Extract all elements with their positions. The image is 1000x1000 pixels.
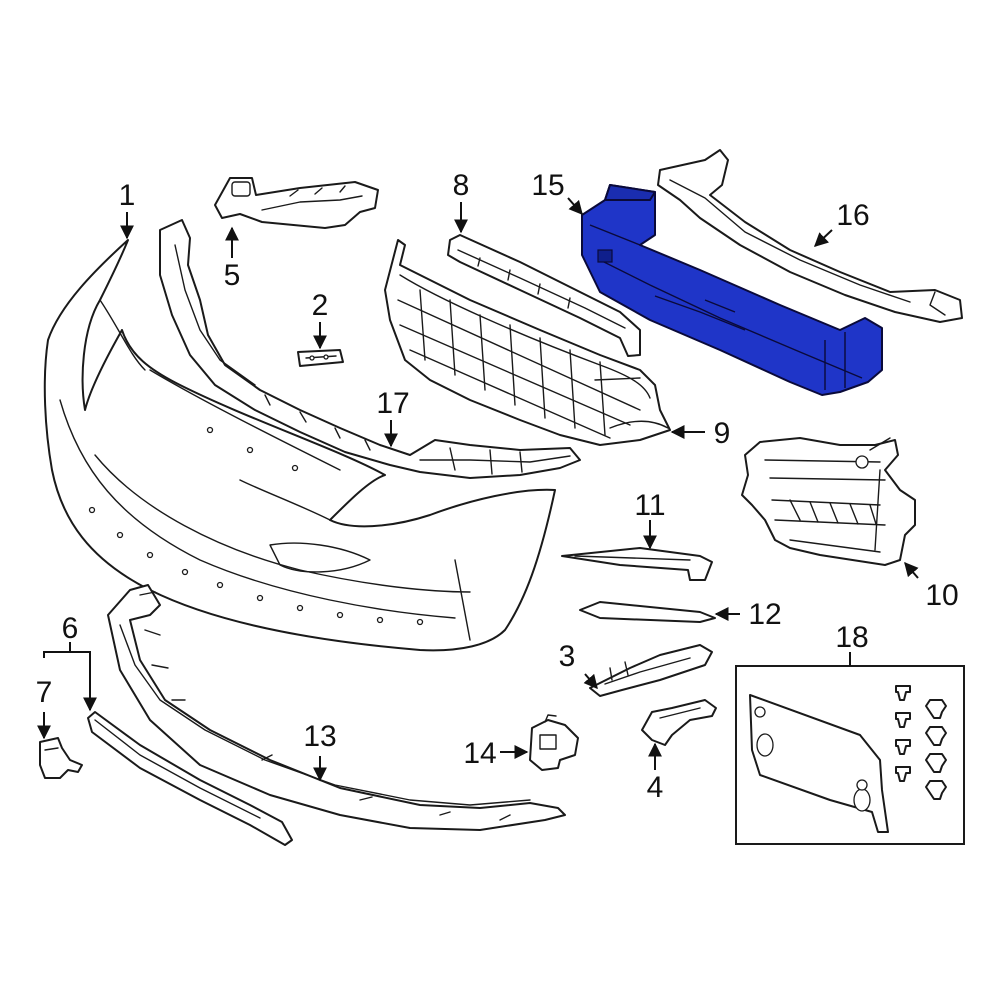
part-9-grille[interactable] xyxy=(384,239,671,446)
callout-12: 12 xyxy=(748,598,781,631)
callout-9: 9 xyxy=(714,417,731,450)
part-2-clip[interactable] xyxy=(297,349,344,367)
callout-7: 7 xyxy=(36,676,53,709)
callout-2: 2 xyxy=(312,289,329,322)
fasteners xyxy=(895,685,947,800)
part-16-reinforcement[interactable] xyxy=(657,149,963,323)
callout-15: 15 xyxy=(531,169,564,202)
part-7-cap[interactable] xyxy=(39,737,83,779)
part-1-bumper-cover[interactable] xyxy=(43,239,556,652)
callout-8: 8 xyxy=(453,169,470,202)
part-6-lower-strip[interactable] xyxy=(87,711,293,846)
callout-13: 13 xyxy=(303,720,336,753)
part-3-bracket[interactable] xyxy=(589,644,713,697)
part-15-impact-bar[interactable] xyxy=(581,184,883,396)
callout-5: 5 xyxy=(224,259,241,292)
part-14-bracket[interactable] xyxy=(529,714,579,771)
leader-lines xyxy=(37,197,919,782)
callout-14: 14 xyxy=(463,737,496,770)
part-4-bracket[interactable] xyxy=(641,699,717,746)
part-12-lower-strip[interactable] xyxy=(579,601,716,623)
callout-3: 3 xyxy=(559,640,576,673)
callout-10: 10 xyxy=(925,579,958,612)
callout-numbers: 1 2 5 17 8 15 16 9 10 11 12 3 4 14 13 18… xyxy=(36,169,959,804)
part-5-upper-bracket[interactable] xyxy=(214,177,379,229)
callout-16: 16 xyxy=(836,199,869,232)
part-10-bracket-assembly[interactable] xyxy=(741,437,916,566)
callout-18: 18 xyxy=(835,621,868,654)
callout-11: 11 xyxy=(634,489,665,522)
callout-1: 1 xyxy=(119,179,136,212)
callout-4: 4 xyxy=(647,771,664,804)
callout-17: 17 xyxy=(376,387,409,420)
license-plate-bracket xyxy=(749,694,889,833)
part-13-lower-deflector[interactable] xyxy=(107,584,566,831)
part-8-grille-trim[interactable] xyxy=(447,234,641,357)
part-18-hardware-box[interactable] xyxy=(735,665,965,845)
part-17-side-bracket[interactable] xyxy=(159,219,581,479)
part-11-trim-strip[interactable] xyxy=(561,547,713,581)
callout-6: 6 xyxy=(62,612,79,645)
